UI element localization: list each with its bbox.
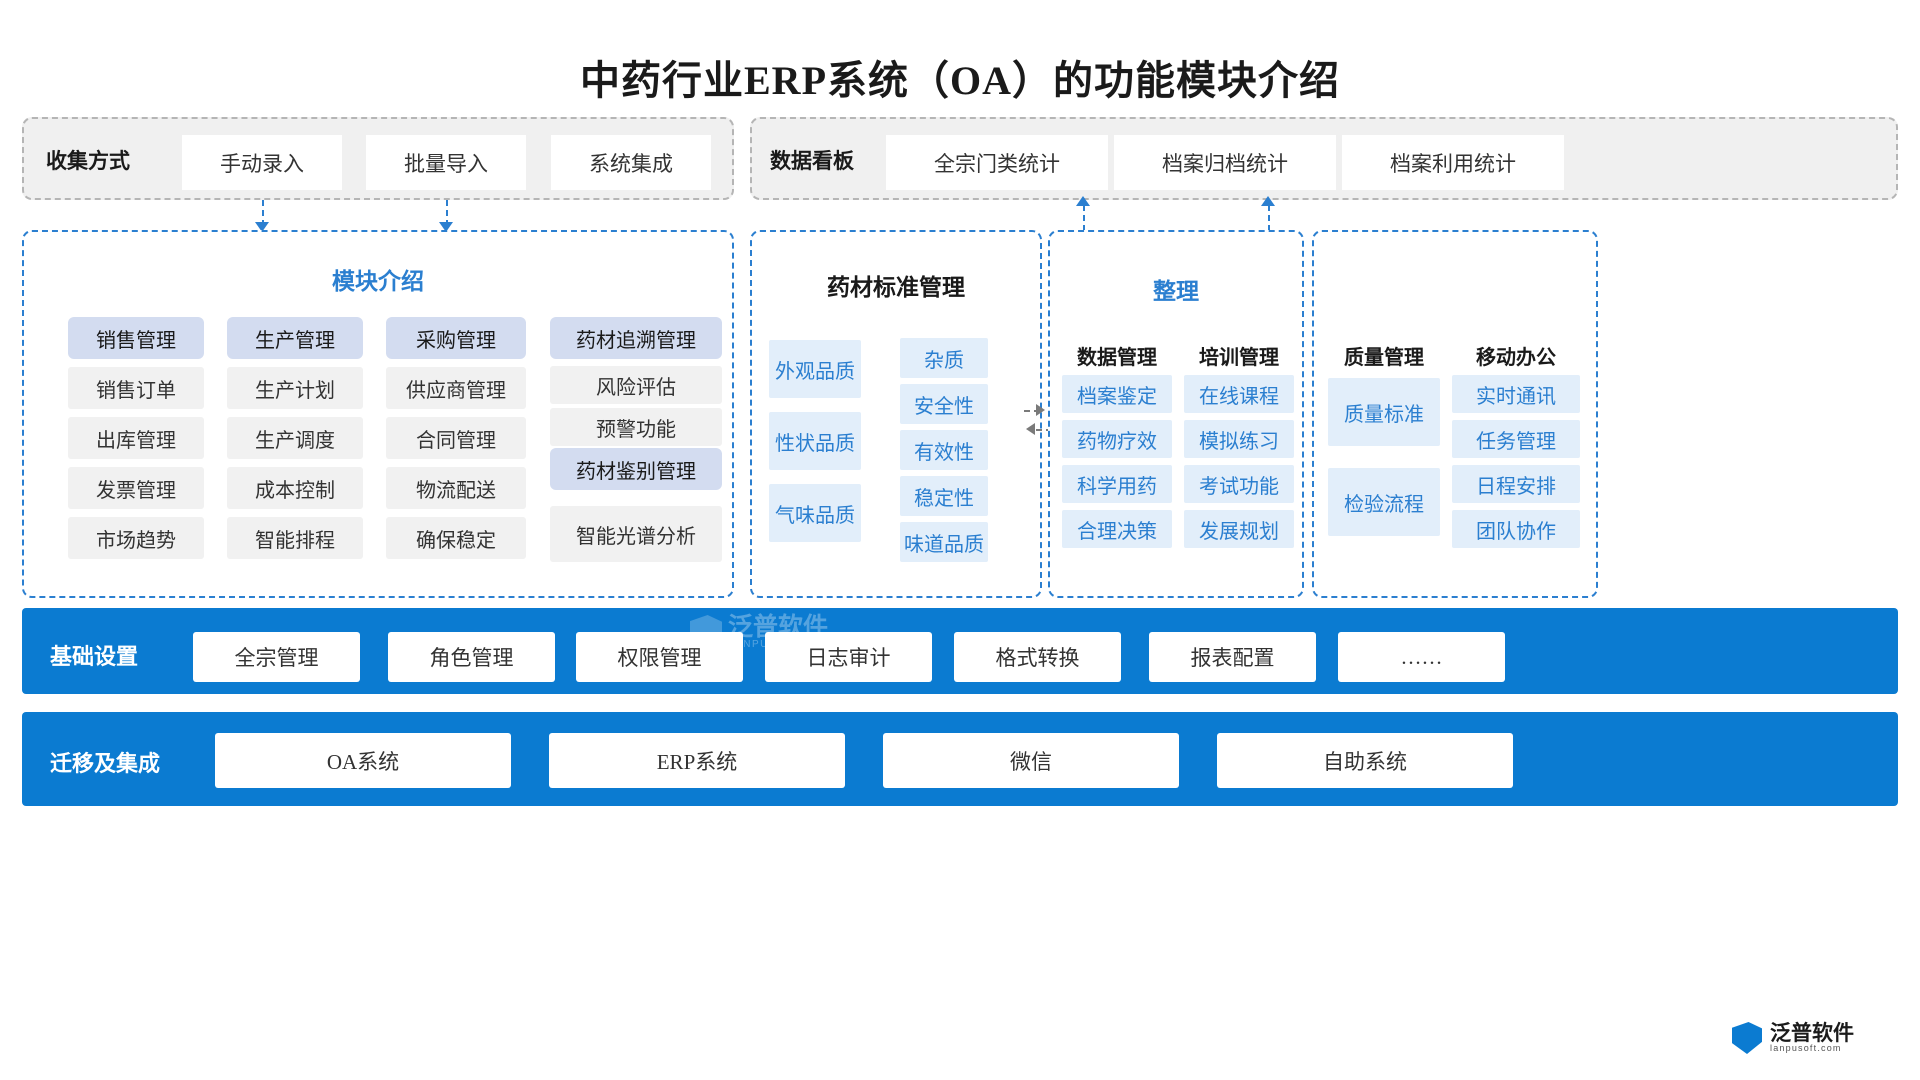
migration-label: 迁移及集成 bbox=[50, 751, 161, 776]
migration-item-2[interactable]: 微信 bbox=[883, 733, 1179, 788]
connector-line-down-1 bbox=[262, 200, 264, 226]
organize-col-1-head: 培训管理 bbox=[1199, 346, 1279, 369]
herb-right-item-0[interactable]: 杂质 bbox=[900, 338, 988, 378]
module-col-1-head[interactable]: 生产管理 bbox=[227, 317, 363, 359]
module-col-0-item-0[interactable]: 销售订单 bbox=[68, 367, 204, 409]
dashboard-item-2[interactable]: 档案利用统计 bbox=[1342, 135, 1564, 190]
dashboard-panel-label: 数据看板 bbox=[770, 149, 854, 173]
migration-item-0[interactable]: OA系统 bbox=[215, 733, 511, 788]
module-col-0-item-2[interactable]: 发票管理 bbox=[68, 467, 204, 509]
brand-logo-icon bbox=[1732, 1022, 1762, 1054]
quality-col-1-head: 移动办公 bbox=[1476, 346, 1556, 369]
connector-arrow-up-2 bbox=[1261, 196, 1275, 206]
organize-col-1-item-0[interactable]: 在线课程 bbox=[1184, 375, 1294, 413]
page-title: 中药行业ERP系统（OA）的功能模块介绍 bbox=[580, 58, 1340, 103]
base-settings-item-0[interactable]: 全宗管理 bbox=[193, 632, 360, 682]
brand-main-text: 泛普软件 bbox=[1770, 1021, 1854, 1046]
organize-col-0-head: 数据管理 bbox=[1077, 346, 1157, 369]
module-col-1-item-1[interactable]: 生产调度 bbox=[227, 417, 363, 459]
module-col-0-item-1[interactable]: 出库管理 bbox=[68, 417, 204, 459]
module-col-1-item-2[interactable]: 成本控制 bbox=[227, 467, 363, 509]
organize-title: 整理 bbox=[1153, 279, 1199, 304]
module-col-0-item-3[interactable]: 市场趋势 bbox=[68, 517, 204, 559]
connector-arrow-up-1 bbox=[1076, 196, 1090, 206]
module-col-2-item-2[interactable]: 物流配送 bbox=[386, 467, 526, 509]
dashboard-item-0[interactable]: 全宗门类统计 bbox=[886, 135, 1108, 190]
module-trace-item-0[interactable]: 风险评估 bbox=[550, 366, 722, 404]
migration-item-1[interactable]: ERP系统 bbox=[549, 733, 845, 788]
module-col-2-item-3[interactable]: 确保稳定 bbox=[386, 517, 526, 559]
bidir-arrow-right bbox=[1036, 404, 1045, 416]
bidir-line-top bbox=[1024, 410, 1040, 412]
module-col-2-head[interactable]: 采购管理 bbox=[386, 317, 526, 359]
herb-left-item-2[interactable]: 气味品质 bbox=[769, 484, 861, 542]
module-intro-title: 模块介绍 bbox=[332, 269, 424, 294]
collect-item-1[interactable]: 批量导入 bbox=[366, 135, 526, 190]
herb-left-item-0[interactable]: 外观品质 bbox=[769, 340, 861, 398]
module-col-2-item-0[interactable]: 供应商管理 bbox=[386, 367, 526, 409]
module-identify-item-0[interactable]: 智能光谱分析 bbox=[550, 506, 722, 562]
base-settings-item-1[interactable]: 角色管理 bbox=[388, 632, 555, 682]
herb-left-item-1[interactable]: 性状品质 bbox=[769, 412, 861, 470]
module-col-2-item-1[interactable]: 合同管理 bbox=[386, 417, 526, 459]
module-col-1-item-0[interactable]: 生产计划 bbox=[227, 367, 363, 409]
connector-line-down-2 bbox=[446, 200, 448, 226]
connector-arrow-down-2 bbox=[439, 222, 453, 232]
organize-col-1-item-1[interactable]: 模拟练习 bbox=[1184, 420, 1294, 458]
module-trace-head[interactable]: 药材追溯管理 bbox=[550, 317, 722, 359]
collect-item-0[interactable]: 手动录入 bbox=[182, 135, 342, 190]
connector-line-up-1 bbox=[1083, 205, 1085, 231]
quality-col-1-item-3[interactable]: 团队协作 bbox=[1452, 510, 1580, 548]
quality-col-1-item-0[interactable]: 实时通讯 bbox=[1452, 375, 1580, 413]
quality-col-1-item-1[interactable]: 任务管理 bbox=[1452, 420, 1580, 458]
organize-col-0-item-1[interactable]: 药物疗效 bbox=[1062, 420, 1172, 458]
organize-col-1-item-3[interactable]: 发展规划 bbox=[1184, 510, 1294, 548]
base-settings-item-5[interactable]: 报表配置 bbox=[1149, 632, 1316, 682]
module-trace-item-1[interactable]: 预警功能 bbox=[550, 408, 722, 446]
herb-right-item-1[interactable]: 安全性 bbox=[900, 384, 988, 424]
module-col-0-head[interactable]: 销售管理 bbox=[68, 317, 204, 359]
connector-arrow-down-1 bbox=[255, 222, 269, 232]
base-settings-item-4[interactable]: 格式转换 bbox=[954, 632, 1121, 682]
base-settings-label: 基础设置 bbox=[50, 644, 139, 669]
quality-col-0-item-1[interactable]: 检验流程 bbox=[1328, 468, 1440, 536]
quality-col-0-item-0[interactable]: 质量标准 bbox=[1328, 378, 1440, 446]
bidir-line-bottom bbox=[1036, 429, 1052, 431]
module-col-1-item-3[interactable]: 智能排程 bbox=[227, 517, 363, 559]
organize-col-1-item-2[interactable]: 考试功能 bbox=[1184, 465, 1294, 503]
herb-right-item-3[interactable]: 稳定性 bbox=[900, 476, 988, 516]
brand-sub-text: lanpusoft.com bbox=[1770, 1043, 1842, 1054]
herb-right-item-4[interactable]: 味道品质 bbox=[900, 522, 988, 562]
herb-right-item-2[interactable]: 有效性 bbox=[900, 430, 988, 470]
organize-col-0-item-2[interactable]: 科学用药 bbox=[1062, 465, 1172, 503]
connector-line-up-2 bbox=[1268, 205, 1270, 231]
collect-panel-label: 收集方式 bbox=[46, 149, 130, 173]
organize-col-0-item-0[interactable]: 档案鉴定 bbox=[1062, 375, 1172, 413]
organize-col-0-item-3[interactable]: 合理决策 bbox=[1062, 510, 1172, 548]
brand-logo: 泛普软件 lanpusoft.com bbox=[1732, 1022, 1854, 1054]
base-settings-item-3[interactable]: 日志审计 bbox=[765, 632, 932, 682]
collect-item-2[interactable]: 系统集成 bbox=[551, 135, 711, 190]
base-settings-item-6[interactable]: …… bbox=[1338, 632, 1505, 682]
quality-col-1-item-2[interactable]: 日程安排 bbox=[1452, 465, 1580, 503]
migration-item-3[interactable]: 自助系统 bbox=[1217, 733, 1513, 788]
quality-col-0-head: 质量管理 bbox=[1344, 346, 1424, 369]
base-settings-item-2[interactable]: 权限管理 bbox=[576, 632, 743, 682]
dashboard-item-1[interactable]: 档案归档统计 bbox=[1114, 135, 1336, 190]
module-identify-head[interactable]: 药材鉴别管理 bbox=[550, 448, 722, 490]
herb-standard-title: 药材标准管理 bbox=[827, 275, 965, 300]
bidir-arrow-left bbox=[1026, 423, 1035, 435]
